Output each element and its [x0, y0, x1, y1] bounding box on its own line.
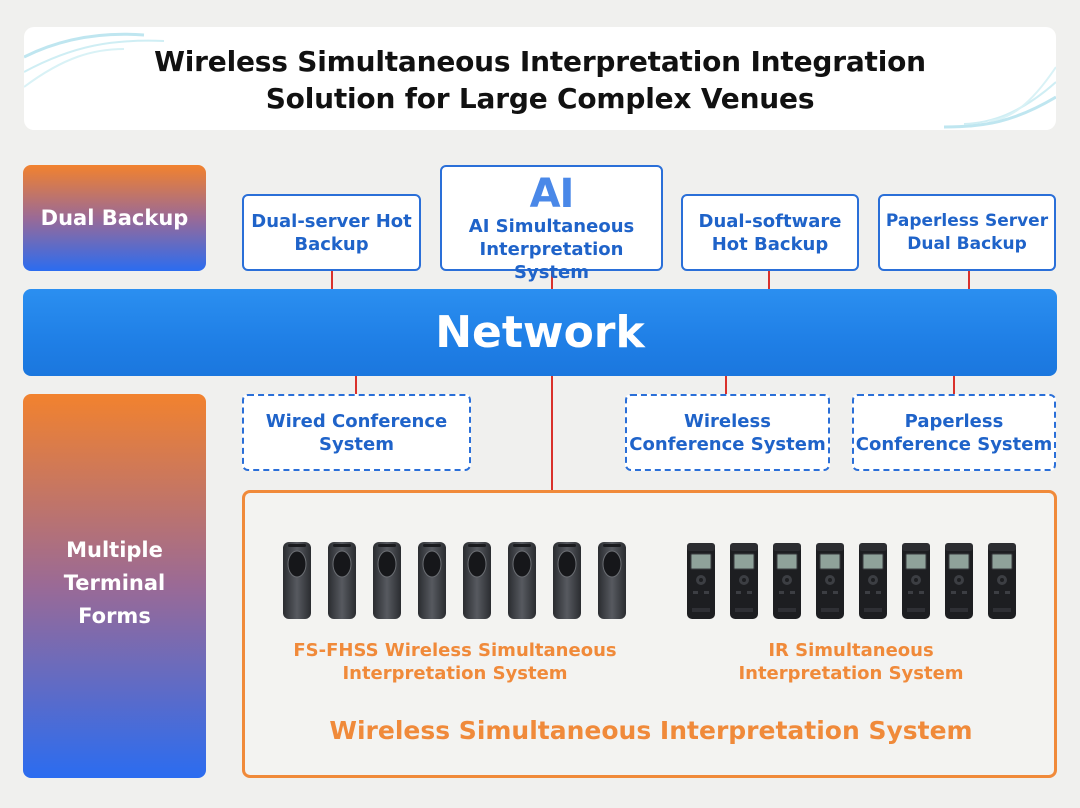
box-label-line: Interpretation System — [479, 239, 624, 283]
box-label-line: Dual-software — [698, 210, 842, 232]
box-label-line: Paperless — [904, 410, 1004, 432]
paperless-conference-system-box: Paperless Conference System — [852, 394, 1056, 471]
label-line: Interpretation System — [738, 663, 964, 684]
box-label-line: Conference System — [855, 433, 1053, 455]
wired-conference-system-box: Wired Conference System — [242, 394, 471, 471]
box-label-line: System — [319, 433, 394, 455]
wireless-conference-system-box: Wireless Conference System — [625, 394, 830, 471]
title-line-1: Wireless Simultaneous Interpretation Int… — [154, 45, 926, 78]
dual-backup-label: Dual Backup — [40, 205, 189, 230]
dual-backup-category: Dual Backup — [23, 165, 206, 271]
label-line: Interpretation System — [342, 663, 568, 684]
paperless-server-dual-backup-box: Paperless Server Dual Backup — [878, 194, 1056, 271]
box-label-line: Hot Backup — [711, 233, 829, 255]
network-bar: Network — [23, 289, 1057, 376]
wireless-si-system-label: Wireless Simultaneous Interpretation Sys… — [329, 716, 973, 745]
fs-fhss-receiver-devices — [283, 541, 627, 620]
box-label-line: Backup — [294, 233, 369, 255]
connector-line — [355, 376, 357, 396]
title-banner: Wireless Simultaneous Interpretation Int… — [24, 27, 1056, 130]
terminal-forms-category: Multiple Terminal Forms — [23, 394, 206, 778]
ai-simultaneous-interpretation-box: AI AI Simultaneous Interpretation System — [440, 165, 663, 283]
terminal-forms-label-line-3: Forms — [78, 603, 151, 628]
terminal-forms-label-line-1: Multiple — [66, 537, 163, 562]
box-label-line: Dual-server Hot — [251, 210, 412, 232]
title-line-2: Solution for Large Complex Venues — [265, 82, 815, 115]
box-label-line: Conference System — [629, 433, 826, 455]
fs-fhss-system-label: FS-FHSS Wireless Simultaneous Interpreta… — [280, 639, 630, 685]
box-label-line: Wired Conference — [265, 410, 448, 432]
connector-line — [725, 376, 727, 396]
dual-software-hot-backup-box: Dual-software Hot Backup — [681, 194, 859, 271]
box-label-line: Dual Backup — [907, 233, 1027, 254]
connector-line — [968, 270, 970, 290]
connector-line — [768, 270, 770, 290]
ir-receiver-devices — [687, 542, 1017, 620]
network-label: Network — [435, 307, 645, 358]
label-line: IR Simultaneous — [768, 640, 934, 661]
ir-system-label: IR Simultaneous Interpretation System — [690, 639, 1012, 685]
page-title: Wireless Simultaneous Interpretation Int… — [24, 43, 1056, 117]
dual-server-hot-backup-box: Dual-server Hot Backup — [242, 194, 421, 271]
connector-line — [953, 376, 955, 396]
box-label-line: Wireless — [684, 410, 771, 432]
decorative-swirl-graphic — [24, 32, 1056, 129]
connector-line — [331, 270, 333, 290]
label-line: FS-FHSS Wireless Simultaneous — [293, 640, 617, 661]
box-label-line: Paperless Server — [885, 210, 1049, 231]
wireless-si-system-frame — [242, 490, 1057, 778]
terminal-forms-label-line-2: Terminal — [63, 570, 166, 595]
box-label-line: AI Simultaneous — [468, 216, 635, 237]
ai-logo-icon: AI — [529, 171, 575, 217]
connector-line — [551, 376, 553, 491]
connector-line — [551, 270, 553, 290]
